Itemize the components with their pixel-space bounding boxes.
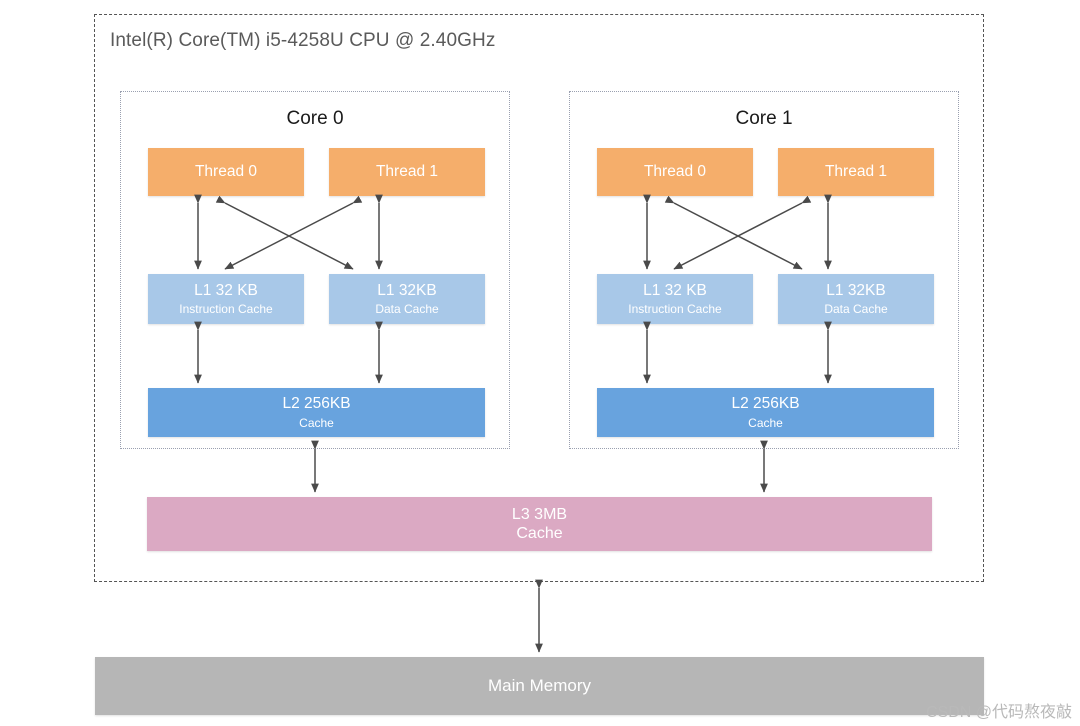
core-1-title: Core 1: [735, 108, 793, 129]
core-1-boundary: Core 1 Thread 0 Thread 1 L1 32 KB Instru…: [569, 91, 959, 449]
core-1-thread-0-label: Thread 0: [643, 162, 707, 180]
core-1-l1-instruction-cache-size: L1 32 KB: [643, 281, 707, 299]
core-0-thread-1-block: Thread 1: [329, 148, 485, 196]
core-1-l1-instruction-cache-block: L1 32 KB Instruction Cache: [597, 274, 753, 324]
core-0-title: Core 0: [286, 108, 344, 129]
l3-cache-block: L3 3MB Cache: [147, 497, 932, 551]
core-1-l1-instruction-cache-kind: Instruction Cache: [628, 302, 722, 317]
core-0-thread-0-label: Thread 0: [194, 162, 258, 180]
core-1-l1-data-cache-kind: Data Cache: [824, 302, 888, 317]
core-0-l1-instruction-cache-kind: Instruction Cache: [179, 302, 273, 317]
core-0-l2-cache-size: L2 256KB: [282, 395, 351, 412]
csdn-watermark: CSDN @代码熬夜敲: [925, 704, 1072, 721]
main-memory-block: Main Memory: [95, 657, 984, 715]
core-1-thread-1-label: Thread 1: [824, 162, 888, 180]
core-0-l1-data-cache-size: L1 32KB: [377, 281, 437, 299]
core-1-thread-0-block: Thread 0: [597, 148, 753, 196]
core-1-l2-cache-size: L2 256KB: [731, 395, 800, 412]
main-memory-label: Main Memory: [488, 676, 591, 695]
core-1-l1-data-cache-size: L1 32KB: [826, 281, 886, 299]
core-0-thread-1-label: Thread 1: [375, 162, 439, 180]
core-0-l1-data-cache-kind: Data Cache: [375, 302, 439, 317]
core-1-thread-1-block: Thread 1: [778, 148, 934, 196]
core-0-l2-cache-kind: Cache: [299, 415, 334, 430]
core-0-l1-instruction-cache-block: L1 32 KB Instruction Cache: [148, 274, 304, 324]
core-0-boundary: Core 0 Thread 0 Thread 1 L1 32 KB Instru…: [120, 91, 510, 449]
core-1-l2-cache-kind: Cache: [748, 415, 783, 430]
core-1-l1-data-cache-block: L1 32KB Data Cache: [778, 274, 934, 324]
cpu-model-title: Intel(R) Core(TM) i5-4258U CPU @ 2.40GHz: [110, 30, 496, 51]
core-0-l1-instruction-cache-size: L1 32 KB: [194, 281, 258, 299]
l3-cache-kind: Cache: [516, 525, 563, 542]
l3-cache-size: L3 3MB: [511, 505, 568, 523]
core-0-thread-0-block: Thread 0: [148, 148, 304, 196]
core-1-l2-cache-block: L2 256KB Cache: [597, 388, 934, 437]
core-0-l1-data-cache-block: L1 32KB Data Cache: [329, 274, 485, 324]
core-0-l2-cache-block: L2 256KB Cache: [148, 388, 485, 437]
